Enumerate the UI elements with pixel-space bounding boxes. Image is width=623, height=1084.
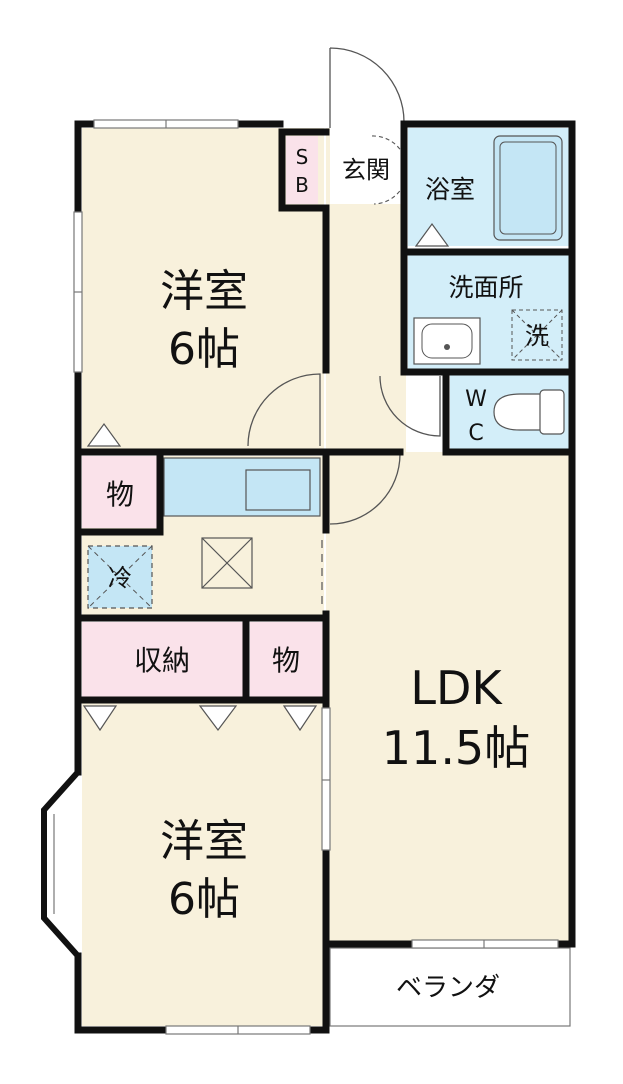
- window-bottom-room-east: [321, 707, 331, 851]
- storage-top-label: 物: [106, 478, 134, 511]
- ldk-size: 11.5帖: [382, 721, 530, 775]
- entrance-floor: [330, 128, 404, 204]
- range-hood: [201, 537, 253, 589]
- kitchen-sink: [245, 469, 311, 511]
- shoe-box-label-1: S: [296, 145, 309, 169]
- western-room-top-name: 洋室: [160, 266, 248, 317]
- closet-floor: [82, 622, 244, 700]
- entrance-label: 玄関: [342, 156, 390, 184]
- storage-bottom-label: 物: [272, 644, 300, 677]
- ldk-floor: [326, 452, 570, 944]
- entrance-door: [329, 47, 405, 128]
- toilet-label-2: C: [468, 421, 483, 446]
- storage-top-floor: [82, 456, 158, 528]
- western-room-bottom-size: 6帖: [168, 874, 240, 925]
- toilet-bowl: [493, 393, 553, 431]
- balcony-floor: [329, 947, 571, 1027]
- shoe-box-floor: [286, 136, 318, 204]
- bay-window: [41, 769, 81, 959]
- washer-space-box: [511, 309, 563, 361]
- washer-space-label: 洗: [525, 322, 549, 350]
- ldk-name: LDK: [410, 661, 503, 715]
- western-room-top-size: 6帖: [168, 324, 240, 375]
- bathroom-label: 浴室: [425, 175, 475, 204]
- western-room-bottom-floor: [82, 700, 324, 1026]
- washbasin: [413, 317, 481, 365]
- refrigerator-space: [87, 545, 153, 609]
- washroom-label: 洗面所: [448, 273, 523, 302]
- shoe-box-label-2: B: [295, 173, 309, 197]
- refrigerator-label: 冷: [108, 564, 132, 592]
- toilet-label-1: W: [465, 387, 487, 412]
- western-room-bottom-name: 洋室: [160, 816, 248, 867]
- bathtub: [493, 135, 563, 241]
- closet-label: 収納: [134, 644, 190, 677]
- storage-bottom-floor: [250, 622, 324, 700]
- kitchen-counter: [163, 457, 321, 517]
- balcony-label: ベランダ: [396, 973, 500, 1003]
- window-ldk-south: [411, 939, 559, 949]
